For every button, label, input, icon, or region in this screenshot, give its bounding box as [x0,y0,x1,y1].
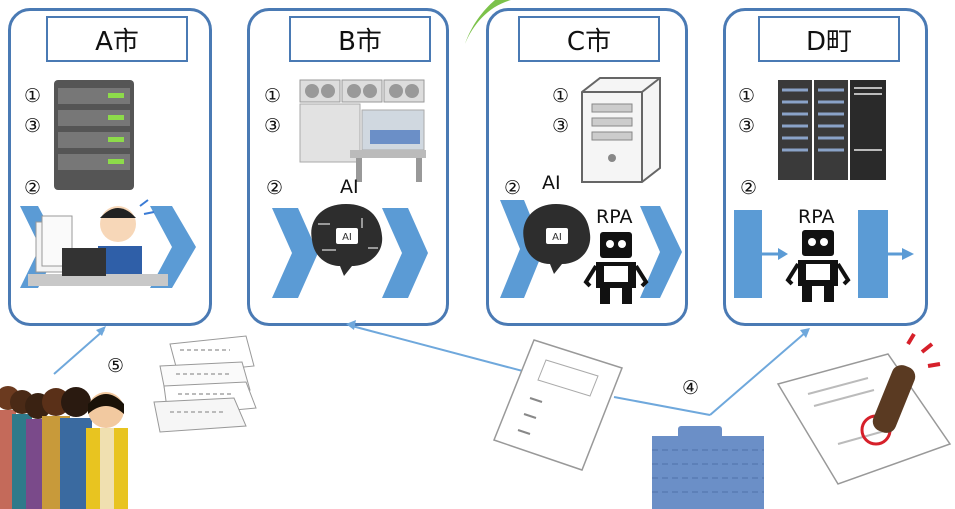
marker-3: ③ [552,115,570,137]
marker-1: ① [264,85,282,107]
file-box-icon [652,426,764,509]
server-rack-icon [778,80,886,180]
process-chevron-right [382,208,428,298]
marker-1: ① [738,85,756,107]
ai-label: AI [542,172,561,194]
leaf-decoration [465,0,511,44]
rpa-robot-icon [583,232,649,304]
marker-3: ③ [264,115,282,137]
rpa-label: RPA [596,206,633,228]
paper-pile-icon [153,335,257,433]
svg-text:AI: AI [342,232,352,243]
rpa-robot-icon [785,230,851,302]
panel-c-title: C市 [518,16,660,62]
server-tower-icon [54,80,134,190]
stamped-document-icon [776,332,952,485]
flow-arrow-right [858,210,914,298]
form-document-icon [493,339,623,471]
marker-3: ③ [738,115,756,137]
rpa-label: RPA [798,206,835,228]
marker-3: ③ [24,115,42,137]
ai-label: AI [340,176,359,198]
marker-2: ② [740,177,758,199]
mainframe-machine-icon [299,79,426,182]
panel-a-title: A市 [46,16,188,62]
busy-worker-icon [28,199,168,286]
marker-4: ④ [682,377,700,399]
panel-b-title: B市 [289,16,431,62]
marker-1: ① [552,85,570,107]
ai-brain-icon: AI [311,204,383,276]
people-queue-icon [0,386,128,509]
flow-arrow-left [734,210,788,298]
desktop-tower-icon [581,77,661,183]
marker-1: ① [24,85,42,107]
panel-d-title: D町 [758,16,900,62]
process-chevron-left [272,208,318,298]
svg-text:AI: AI [552,232,562,243]
process-chevron-right [150,206,196,288]
marker-2: ② [266,177,284,199]
marker-5: ⑤ [107,355,125,377]
process-chevron-right [640,206,682,298]
marker-2: ② [504,177,522,199]
ai-brain-icon: AI [523,204,591,274]
marker-2: ② [24,177,42,199]
